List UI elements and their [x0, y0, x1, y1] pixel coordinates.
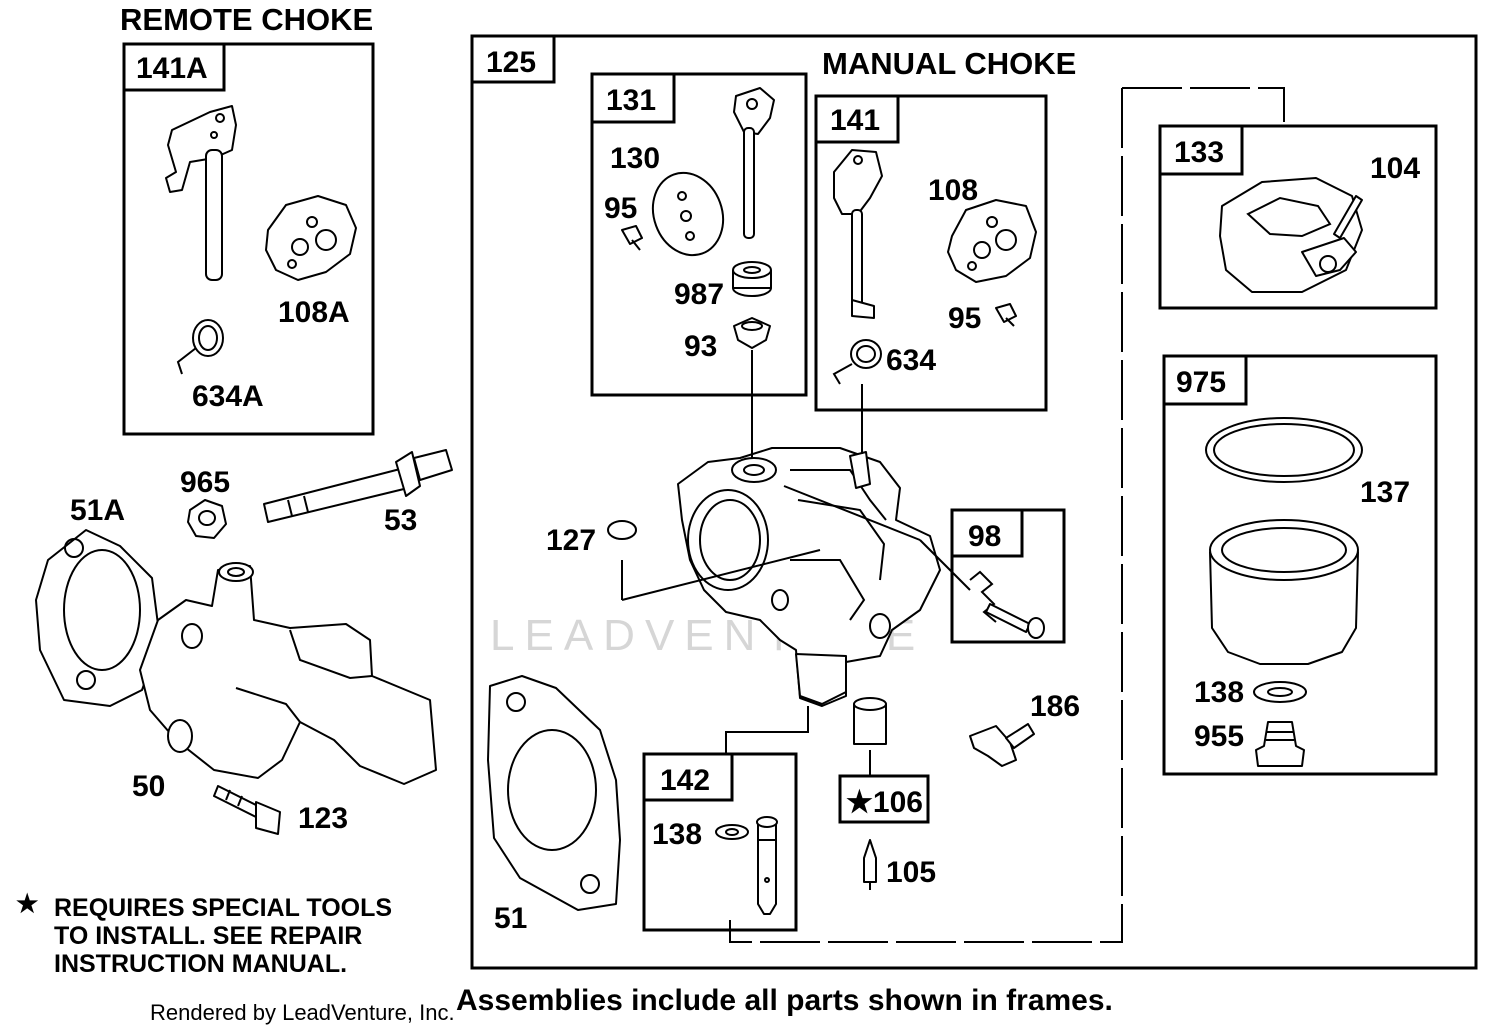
part-label-106: ★106 [846, 786, 923, 819]
washer-138-b-part [715, 824, 749, 840]
part-label-955: 955 [1194, 720, 1244, 753]
o-ring-137-part [1205, 417, 1363, 483]
frame-106 [838, 774, 930, 824]
needle-105-part [863, 839, 877, 890]
intake-elbow-50-part [139, 562, 437, 785]
frame-tag-142 [642, 752, 734, 802]
elbow-fitting-186-part [969, 723, 1035, 767]
pin-104-part [1333, 195, 1363, 239]
part-label-141: 141 [830, 104, 880, 137]
carburetor-body-part [677, 447, 941, 707]
part-label-123: 123 [298, 802, 348, 835]
frame-975 [1162, 354, 1438, 776]
part-label-634: 634 [886, 344, 936, 377]
credit-text: Rendered by LeadVenture, Inc. [150, 1000, 455, 1025]
note-line-2: TO INSTALL. SEE REPAIR [54, 922, 362, 950]
part-label-133: 133 [1174, 136, 1224, 169]
part-label-50: 50 [132, 770, 165, 803]
bowl-screw-955-part [1255, 721, 1305, 767]
part-label-634a: 634A [192, 380, 264, 413]
frame-tag-98 [950, 508, 1024, 558]
choke-shaft-131-part [733, 87, 775, 239]
part-label-95-a: 95 [604, 192, 637, 225]
choke-plate-130-part [651, 171, 725, 257]
screw-95-b-part [995, 303, 1017, 327]
part-label-141a: 141A [136, 52, 208, 85]
part-label-965: 965 [180, 466, 230, 499]
part-label-95-b: 95 [948, 302, 981, 335]
part-label-138-a: 138 [1194, 676, 1244, 709]
frame-tag-141a [122, 42, 226, 92]
leader-lines [621, 350, 971, 776]
part-label-51: 51 [494, 902, 527, 935]
frame-133 [1158, 124, 1438, 310]
part-label-98: 98 [968, 520, 1001, 553]
part-label-975: 975 [1176, 366, 1226, 399]
washer-138-part [1253, 681, 1307, 703]
note-line-3: INSTRUCTION MANUAL. [54, 950, 347, 978]
frame-131 [590, 72, 808, 397]
gasket-51-part [487, 675, 621, 911]
choke-lever-141-part [833, 149, 883, 319]
part-label-108a: 108A [278, 296, 350, 329]
screw-95-part [621, 225, 643, 251]
frame-tag-125 [470, 34, 556, 84]
footer-caption: Assemblies include all parts shown in fr… [456, 984, 1113, 1017]
frame-tag-141 [814, 94, 900, 144]
screw-123-part [213, 785, 281, 835]
part-label-987: 987 [674, 278, 724, 311]
spring-634-part [832, 339, 882, 385]
note-star: ★ [16, 890, 39, 918]
note-line-1: REQUIRES SPECIAL TOOLS [54, 894, 392, 922]
part-label-127: 127 [546, 524, 596, 557]
part-label-142: 142 [660, 764, 710, 797]
spring-634a-part [176, 319, 224, 375]
frame-tag-133 [1158, 124, 1244, 176]
part-label-53: 53 [384, 504, 417, 537]
seat-106-part [853, 697, 887, 745]
remote-choke-title: REMOTE CHOKE [120, 2, 373, 37]
part-label-108: 108 [928, 174, 978, 207]
part-label-138-b: 138 [652, 818, 702, 851]
main-jet-142-part [756, 816, 778, 915]
seal-987-part [732, 261, 772, 297]
part-label-93: 93 [684, 330, 717, 363]
bushing-93-part [733, 317, 771, 349]
part-label-125: 125 [486, 46, 536, 79]
manual-choke-title: MANUAL CHOKE [822, 46, 1076, 81]
float-133-part [1219, 177, 1363, 293]
idle-screw-98-part [969, 570, 1045, 639]
part-label-105: 105 [886, 856, 936, 889]
part-label-131: 131 [606, 84, 656, 117]
gasket-51a-part [35, 529, 161, 707]
part-label-137: 137 [1360, 476, 1410, 509]
choke-plate-108-part [947, 199, 1037, 283]
fitting-53-part [263, 449, 453, 523]
frame-tag-131 [590, 72, 676, 124]
part-label-51a: 51A [70, 494, 125, 527]
choke-lever-remote-part [165, 105, 237, 281]
remote-choke-frame [122, 42, 375, 436]
float-bowl-part [1209, 519, 1359, 665]
manual-choke-frame [470, 34, 1478, 970]
frame-tag-975 [1162, 354, 1248, 406]
part-label-186: 186 [1030, 690, 1080, 723]
choke-plate-108a-part [265, 195, 357, 281]
frame-141 [814, 94, 1048, 412]
part-label-130: 130 [610, 142, 660, 175]
nut-965-part [187, 499, 227, 539]
part-label-104: 104 [1370, 152, 1420, 185]
plug-127-part [607, 520, 637, 540]
